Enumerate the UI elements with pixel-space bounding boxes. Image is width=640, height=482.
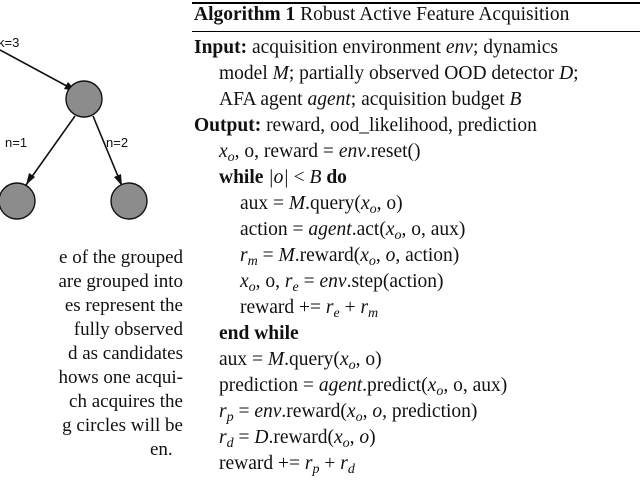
- tree-edge-left-arrowhead: [26, 173, 35, 185]
- line-action: action = agent.act(xo, o, aux): [240, 219, 466, 244]
- algorithm-label: Algorithm 1: [194, 4, 296, 25]
- caption-line: are grouped into: [58, 271, 183, 292]
- algorithm-title-text: Robust Active Feature Acquisition: [300, 4, 570, 25]
- line-reward-loop: reward += re + rm: [240, 297, 379, 322]
- line-reward-final: reward += rp + rd: [219, 453, 355, 478]
- tree-label-top: k=3: [0, 35, 19, 50]
- input-line-2: model M; partially observed OOD detector…: [219, 63, 579, 84]
- line-prediction: prediction = agent.predict(xo, o, aux): [219, 375, 508, 400]
- caption-line: d as candidates: [67, 343, 183, 364]
- line-reset: xo, o, reward = env.reset(): [219, 141, 421, 166]
- input-line-3: AFA agent agent; acquisition budget B: [219, 89, 522, 110]
- tree-figure: k=3 n=1 n=2: [0, 35, 148, 220]
- tree-edge-left: [25, 115, 76, 186]
- caption-line: hows one acqui-: [58, 367, 183, 388]
- caption-line: en.: [150, 439, 173, 460]
- caption-line: g circles will be: [62, 415, 183, 436]
- tree-edge-right: [92, 115, 123, 187]
- line-rp: rp = env.reward(xo, o, prediction): [219, 401, 478, 426]
- caption-line: ch acquires the: [69, 391, 183, 412]
- caption-text: e of the grouped are grouped into es rep…: [0, 246, 183, 462]
- output-line: Output: reward, ood_likelihood, predicti…: [194, 115, 537, 136]
- line-step: xo, o, re = env.step(action): [240, 271, 444, 296]
- tree-label-right: n=2: [106, 135, 128, 150]
- caption-line: e of the grouped: [59, 247, 183, 268]
- tree-edge-top: [0, 49, 77, 92]
- title-rule: [192, 31, 640, 33]
- input-line-1: Input: acquisition environment env; dyna…: [194, 37, 558, 58]
- line-aux-final: aux = M.query(xo, o): [219, 349, 382, 374]
- algorithm-title: Algorithm 1 Robust Active Feature Acquis…: [194, 4, 569, 26]
- tree-node-root: [65, 80, 103, 118]
- line-rd: rd = D.reward(xo, o): [219, 427, 376, 452]
- caption-line: es represent the: [64, 295, 183, 316]
- line-end-while: end while: [219, 323, 299, 344]
- tree-node-right: [110, 182, 148, 220]
- algorithm-box: Algorithm 1 Robust Active Feature Acquis…: [192, 0, 640, 477]
- line-while: while |o| < B do: [219, 167, 347, 188]
- tree-edge-right-arrowhead: [114, 174, 122, 186]
- tree-node-left: [0, 182, 36, 220]
- line-aux-loop: aux = M.query(xo, o): [240, 193, 403, 218]
- caption-line: fully observed: [73, 319, 183, 340]
- top-rule: [192, 2, 640, 4]
- line-rm: rm = M.reward(xo, o, action): [240, 245, 460, 270]
- tree-label-left: n=1: [5, 135, 27, 150]
